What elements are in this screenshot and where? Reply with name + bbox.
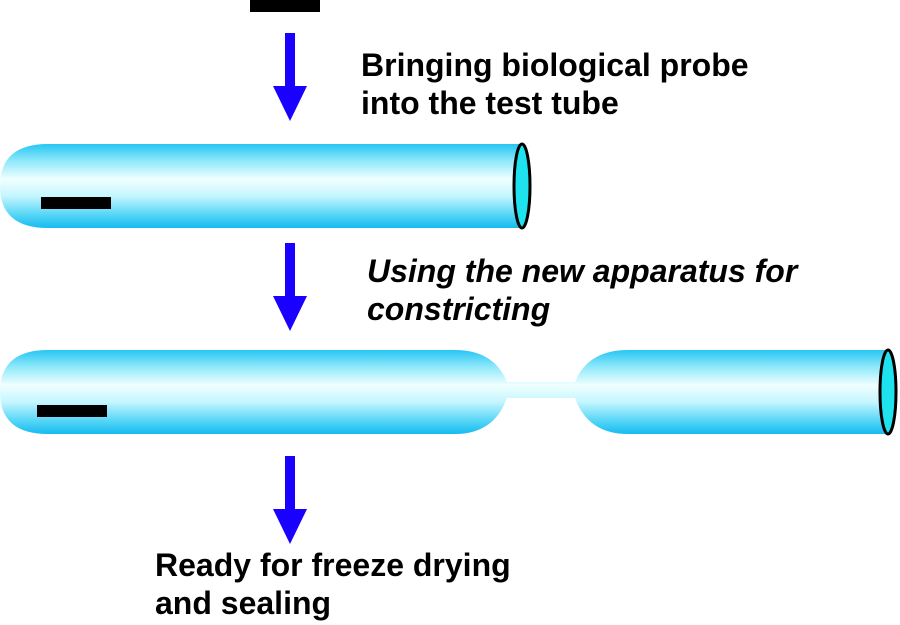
step-2-label-line-1: Using the new apparatus for [367,253,798,289]
probe-icon [250,0,320,12]
down-arrow-icon [273,456,307,544]
down-arrow-icon [273,33,307,121]
test-tube-icon [0,142,532,230]
step-1-label-line-1: Bringing biological probe [361,47,749,83]
step-2-label-line-2: constricting [367,291,551,327]
step-1-label: Bringing biological probe into the test … [361,46,749,122]
probe-icon [37,405,107,417]
step-3-label: Ready for freeze drying and sealing [155,546,511,622]
step-1-label-line-2: into the test tube [361,85,619,121]
step-3-label-line-1: Ready for freeze drying [155,547,511,583]
probe-icon [41,197,111,209]
step-3-label-line-2: and sealing [155,585,332,621]
step-2-label: Using the new apparatus for constricting [367,252,797,328]
test-tube-icon [0,348,898,436]
down-arrow-icon [273,243,307,331]
